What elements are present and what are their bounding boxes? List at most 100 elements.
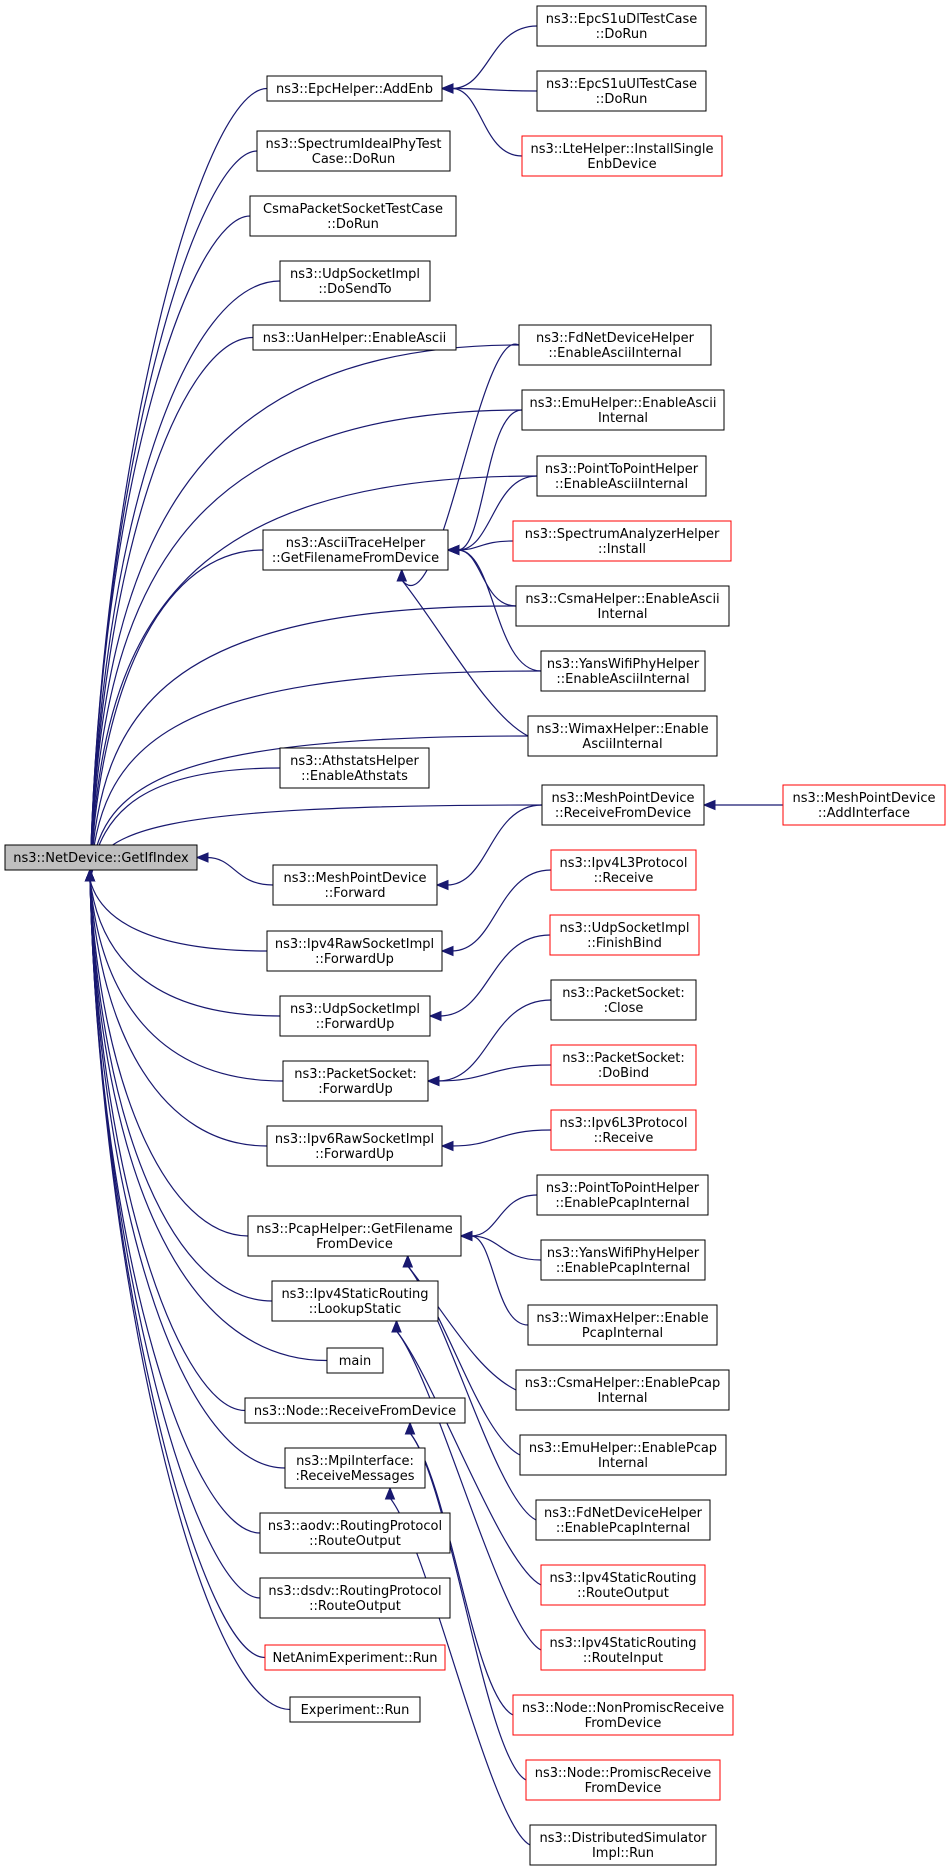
node-box[interactable] <box>536 455 707 497</box>
node-mpi-recv[interactable]: ns3::MpiInterface::ReceiveMessages <box>284 1447 426 1489</box>
node-fd-pcap[interactable]: ns3::FdNetDeviceHelper::EnablePcapIntern… <box>535 1499 711 1541</box>
node-box[interactable] <box>279 747 430 789</box>
node-epc-addenb[interactable]: ns3::EpcHelper::AddEnb <box>266 75 443 102</box>
node-box[interactable] <box>259 1577 451 1619</box>
node-box[interactable] <box>525 1759 721 1801</box>
node-ascii-trace[interactable]: ns3::AsciiTraceHelper::GetFilenameFromDe… <box>262 529 449 571</box>
node-udp-finish[interactable]: ns3::UdpSocketImpl::FinishBind <box>549 914 700 956</box>
node-box[interactable] <box>541 784 705 826</box>
node-uan-ascii[interactable]: ns3::UanHelper::EnableAscii <box>252 324 457 351</box>
node-box[interactable] <box>550 1109 697 1151</box>
node-pkt-dobind[interactable]: ns3::PacketSocket::DoBind <box>550 1044 697 1086</box>
node-box[interactable] <box>271 1280 439 1322</box>
node-box[interactable] <box>289 1696 421 1723</box>
node-box[interactable] <box>549 914 700 956</box>
node-ipv4raw-fwd[interactable]: ns3::Ipv4RawSocketImpl::ForwardUp <box>266 930 443 972</box>
node-dsdv-route[interactable]: ns3::dsdv::RoutingProtocol::RouteOutput <box>259 1577 451 1619</box>
node-athstats[interactable]: ns3::AthstatsHelper::EnableAthstats <box>279 747 430 789</box>
node-pcap-helper[interactable]: ns3::PcapHelper::GetFilenameFromDevice <box>247 1215 462 1257</box>
node-wimax-pcap[interactable]: ns3::WimaxHelper::EnablePcapInternal <box>527 1304 718 1346</box>
node-ipv4static-out[interactable]: ns3::Ipv4StaticRouting::RouteOutput <box>540 1564 706 1606</box>
node-pkt-close[interactable]: ns3::PacketSocket::Close <box>550 979 697 1021</box>
node-yans-ascii[interactable]: ns3::YansWifiPhyHelper::EnableAsciiInter… <box>540 650 706 692</box>
node-spec-analyzer[interactable]: ns3::SpectrumAnalyzerHelper::Install <box>512 520 732 562</box>
node-box[interactable] <box>272 864 438 906</box>
node-box[interactable] <box>521 135 723 177</box>
node-box[interactable] <box>512 520 732 562</box>
node-experiment-run[interactable]: Experiment::Run <box>289 1696 421 1723</box>
node-box[interactable] <box>249 195 457 237</box>
node-box[interactable] <box>521 389 725 431</box>
node-box[interactable] <box>256 130 451 172</box>
node-box[interactable] <box>515 585 730 627</box>
node-wimax-ascii[interactable]: ns3::WimaxHelper::EnableAsciiInternal <box>527 715 718 757</box>
node-box[interactable] <box>527 1304 718 1346</box>
node-box[interactable] <box>326 1347 384 1374</box>
node-mesh-fwd[interactable]: ns3::MeshPointDevice::Forward <box>272 864 438 906</box>
node-node-recv[interactable]: ns3::Node::ReceiveFromDevice <box>244 1397 466 1424</box>
node-box[interactable] <box>4 844 198 871</box>
node-box[interactable] <box>540 1629 706 1671</box>
node-box[interactable] <box>550 1044 697 1086</box>
node-udp-fwd[interactable]: ns3::UdpSocketImpl::ForwardUp <box>279 995 431 1037</box>
node-box[interactable] <box>527 715 718 757</box>
node-box[interactable] <box>262 529 449 571</box>
node-box[interactable] <box>284 1447 426 1489</box>
node-box[interactable] <box>550 979 697 1021</box>
node-pkt-fwd[interactable]: ns3::PacketSocket::ForwardUp <box>282 1060 429 1102</box>
node-fd-ascii[interactable]: ns3::FdNetDeviceHelper::EnableAsciiInter… <box>518 324 712 366</box>
node-box[interactable] <box>782 784 946 826</box>
node-box[interactable] <box>540 1564 706 1606</box>
node-box[interactable] <box>252 324 457 351</box>
node-box[interactable] <box>264 1644 446 1671</box>
node-box[interactable] <box>279 260 431 302</box>
node-box[interactable] <box>266 1125 443 1167</box>
node-box[interactable] <box>550 849 697 891</box>
node-box[interactable] <box>512 1694 734 1736</box>
node-csma-pcap[interactable]: ns3::CsmaHelper::EnablePcapInternal <box>515 1369 730 1411</box>
node-emu-pcap[interactable]: ns3::EmuHelper::EnablePcapInternal <box>519 1434 727 1476</box>
node-p2p-ascii[interactable]: ns3::PointToPointHelper::EnableAsciiInte… <box>536 455 707 497</box>
node-box[interactable] <box>540 1239 706 1281</box>
node-ipv6raw-fwd[interactable]: ns3::Ipv6RawSocketImpl::ForwardUp <box>266 1125 443 1167</box>
node-yans-pcap[interactable]: ns3::YansWifiPhyHelper::EnablePcapIntern… <box>540 1239 706 1281</box>
node-box[interactable] <box>279 995 431 1037</box>
node-ipv6l3-recv[interactable]: ns3::Ipv6L3Protocol::Receive <box>550 1109 697 1151</box>
node-box[interactable] <box>244 1397 466 1424</box>
node-mesh-recv[interactable]: ns3::MeshPointDevice::ReceiveFromDevice <box>541 784 705 826</box>
node-epc-s1uul[interactable]: ns3::EpcS1uUlTestCase::DoRun <box>536 70 707 112</box>
node-box[interactable] <box>529 1824 717 1866</box>
node-ipv4static-lookup[interactable]: ns3::Ipv4StaticRouting::LookupStatic <box>271 1280 439 1322</box>
node-ipv4l3-recv[interactable]: ns3::Ipv4L3Protocol::Receive <box>550 849 697 891</box>
node-p2p-pcap[interactable]: ns3::PointToPointHelper::EnablePcapInter… <box>536 1174 709 1216</box>
node-box[interactable] <box>259 1512 451 1554</box>
node-box[interactable] <box>536 5 707 47</box>
node-emu-ascii[interactable]: ns3::EmuHelper::EnableAsciiInternal <box>521 389 725 431</box>
node-box[interactable] <box>519 1434 727 1476</box>
node-box[interactable] <box>247 1215 462 1257</box>
node-box[interactable] <box>515 1369 730 1411</box>
node-udp-sendto[interactable]: ns3::UdpSocketImpl::DoSendTo <box>279 260 431 302</box>
node-box[interactable] <box>536 70 707 112</box>
node-netanim-run[interactable]: NetAnimExperiment::Run <box>264 1644 446 1671</box>
node-csma-ascii[interactable]: ns3::CsmaHelper::EnableAsciiInternal <box>515 585 730 627</box>
node-main[interactable]: main <box>326 1347 384 1374</box>
node-ipv4static-in[interactable]: ns3::Ipv4StaticRouting::RouteInput <box>540 1629 706 1671</box>
node-box[interactable] <box>518 324 712 366</box>
node-box[interactable] <box>535 1499 711 1541</box>
node-root[interactable]: ns3::NetDevice::GetIfIndex <box>4 844 198 871</box>
node-epc-s1udl[interactable]: ns3::EpcS1uDlTestCase::DoRun <box>536 5 707 47</box>
node-box[interactable] <box>536 1174 709 1216</box>
node-box[interactable] <box>282 1060 429 1102</box>
node-box[interactable] <box>540 650 706 692</box>
node-mesh-addif[interactable]: ns3::MeshPointDevice::AddInterface <box>782 784 946 826</box>
node-aodv-route[interactable]: ns3::aodv::RoutingProtocol::RouteOutput <box>259 1512 451 1554</box>
node-csma-pkt[interactable]: CsmaPacketSocketTestCase::DoRun <box>249 195 457 237</box>
node-box[interactable] <box>266 930 443 972</box>
node-box[interactable] <box>266 75 443 102</box>
